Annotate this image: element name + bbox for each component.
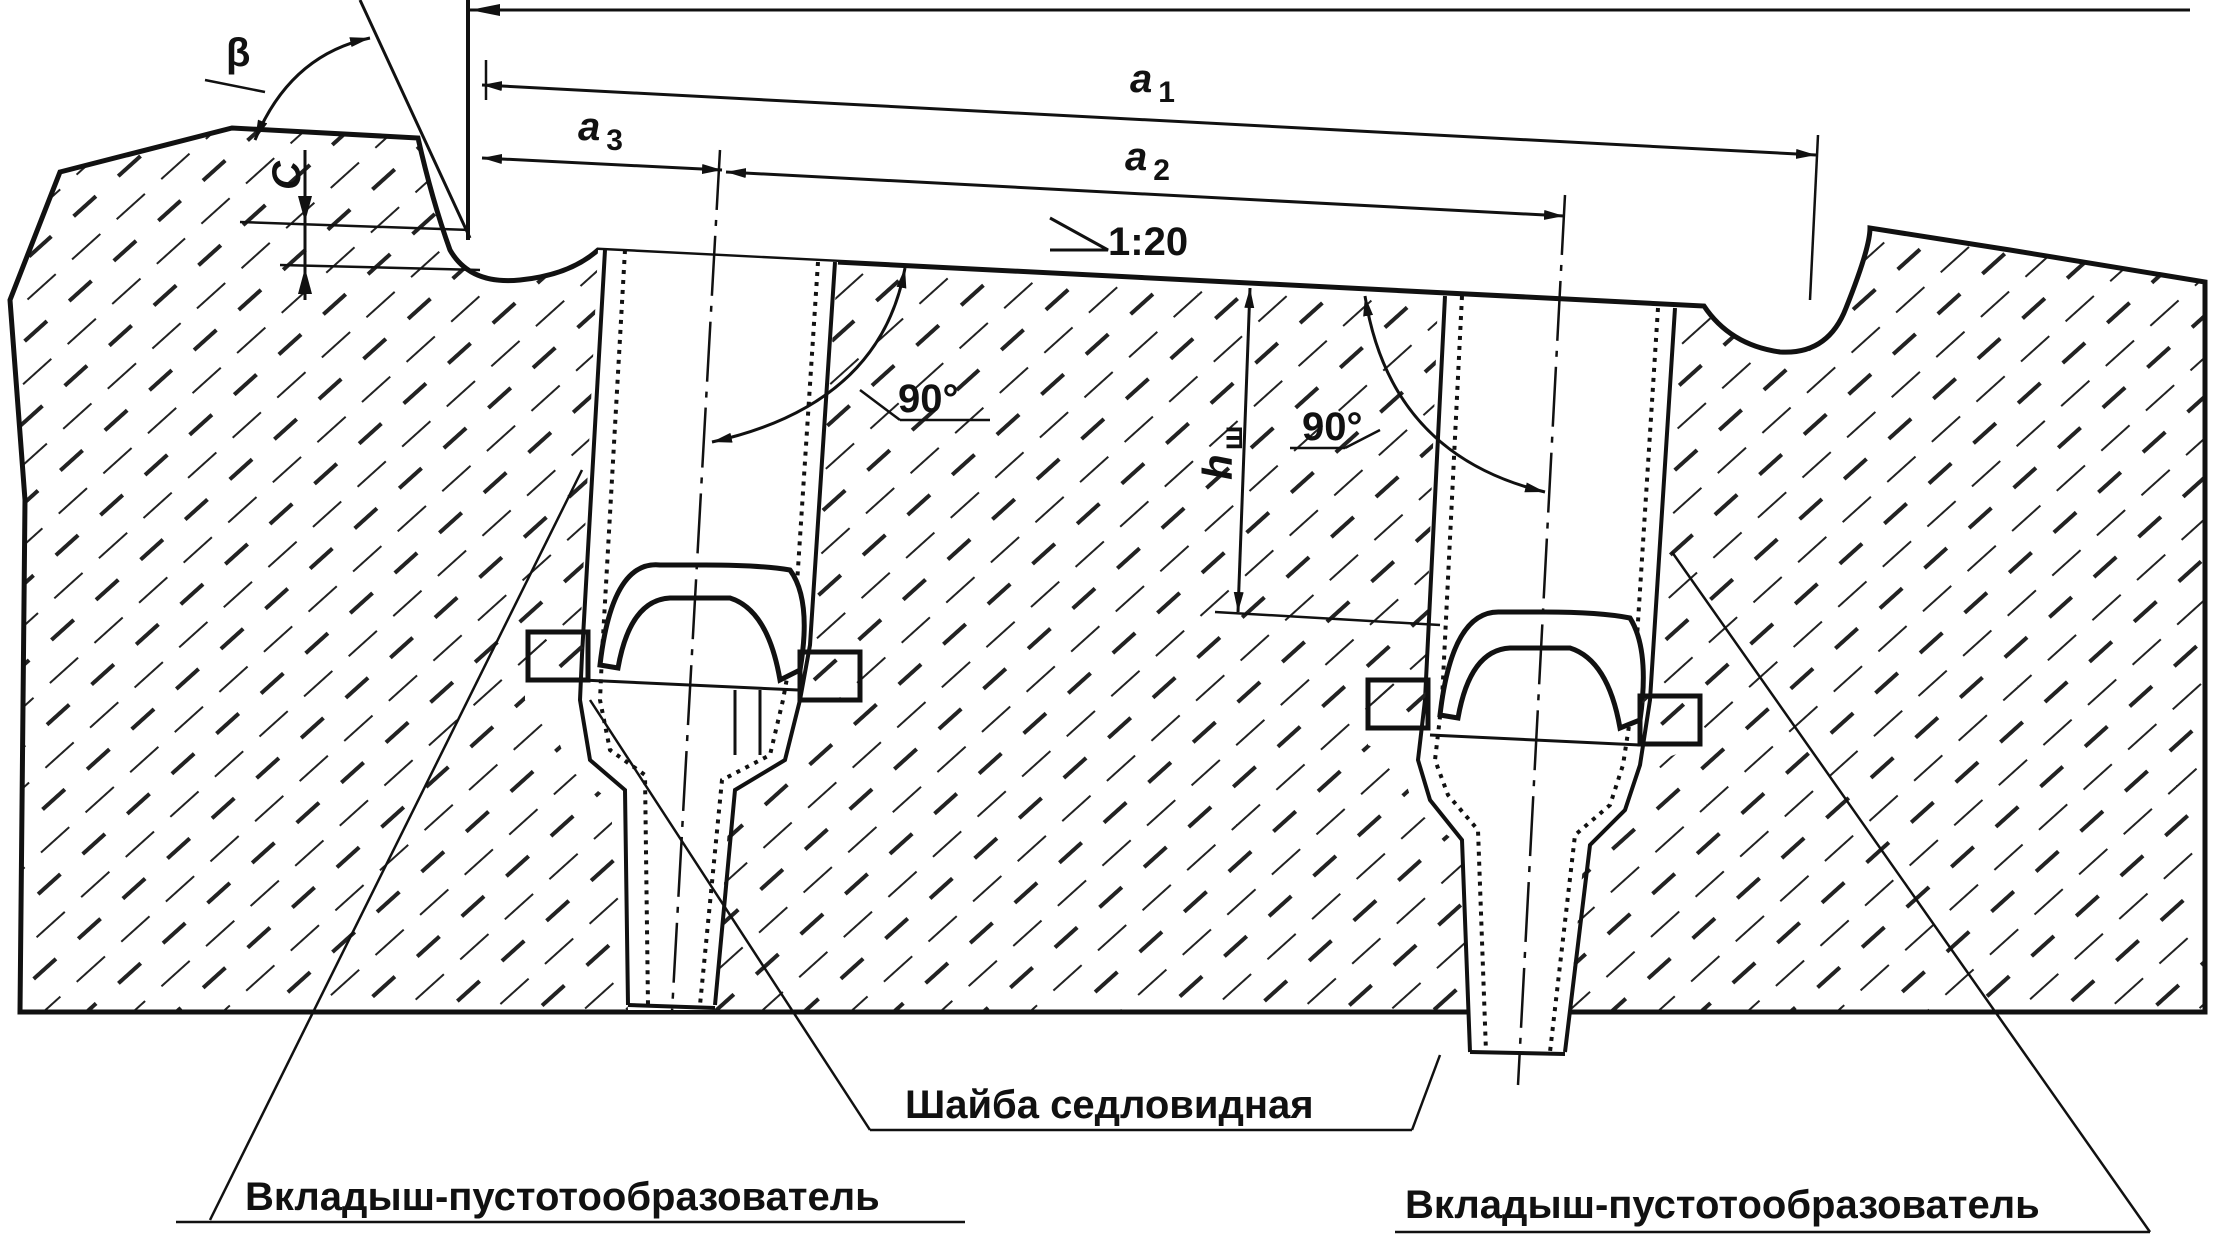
right-centerline: [1516, 194, 1567, 1086]
insert-left-leader: [208, 469, 584, 1221]
insert-left-label: Вкладыш-пустотообразователь: [245, 1175, 880, 1219]
insert-right-label: Вкладыш-пустотообразователь: [1405, 1183, 2040, 1227]
left-saddle-washer: [525, 562, 863, 703]
insert-right-leader: [1670, 551, 2152, 1233]
left-angle-callout: [859, 389, 901, 421]
c-extension-upper: [239, 220, 471, 232]
right-insert-tube: [1415, 295, 1677, 1056]
slope-symbol: [1049, 216, 1109, 252]
right-angle-label: 90°: [1302, 405, 1363, 449]
washer-leader-left: [588, 699, 872, 1131]
washer-leader-right: [1410, 1054, 1442, 1131]
a1-extension-right: [1808, 134, 1820, 301]
right-angle-callout: [1344, 428, 1381, 450]
h-label: hш: [1194, 425, 1249, 480]
c-extension-lower: [279, 263, 481, 272]
a2-dimension-line: [725, 168, 1565, 220]
c-label: C: [265, 160, 309, 190]
beta-arc: [253, 36, 371, 141]
left-angle-arc: [711, 267, 907, 444]
top-dimension-arrow: [470, 4, 500, 16]
c-arrow-lower: [298, 268, 312, 294]
beta-label: β: [226, 31, 250, 75]
beta-callout-line: [204, 78, 266, 94]
slope-label: 1:20: [1108, 220, 1188, 264]
c-arrow-upper: [298, 196, 312, 222]
h-dimension-line: [1233, 287, 1255, 613]
right-saddle-washer: [1365, 609, 1703, 747]
a1-dimension-line: [481, 81, 1817, 159]
right-angle-arc: [1363, 295, 1546, 494]
h-extension-line: [1214, 610, 1441, 627]
washer-label: Шайба седловидная: [905, 1083, 1314, 1127]
beta-leader-line: [358, 0, 472, 239]
a3-dimension-line: [481, 154, 723, 174]
left-angle-label: 90°: [898, 377, 959, 421]
